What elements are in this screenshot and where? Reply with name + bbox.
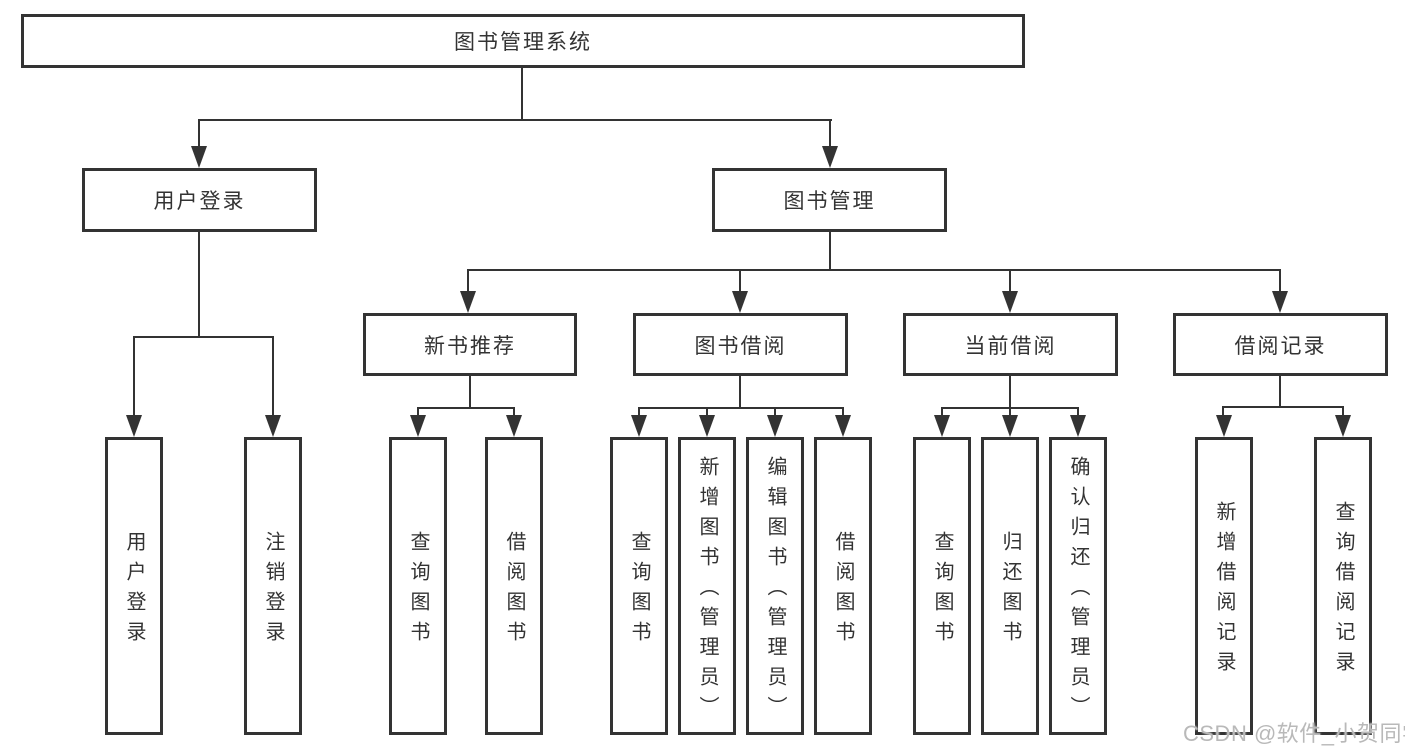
leaf-return-book-label: 归还图书 <box>999 531 1021 651</box>
connector-line <box>1009 376 1011 409</box>
arrow-down-icon <box>1070 415 1086 437</box>
arrow-down-icon <box>1216 415 1232 437</box>
node-borrowing-records: 借阅记录 <box>1173 313 1388 376</box>
connector-line <box>1279 269 1281 295</box>
leaf-query-books-current: 查询图书 <box>913 437 971 735</box>
connector-line <box>513 407 515 418</box>
leaf-borrow-books-recommend: 借阅图书 <box>485 437 543 735</box>
connector-line <box>133 336 274 338</box>
leaf-edit-book-admin-label: 编辑图书（管理员） <box>764 456 786 726</box>
connector-line <box>706 407 708 418</box>
connector-line <box>1009 269 1011 295</box>
watermark: CSDN @软件_小贺同学 <box>1183 721 1405 746</box>
arrow-down-icon <box>934 415 950 437</box>
leaf-borrow-books: 借阅图书 <box>814 437 872 735</box>
connector-line <box>521 68 523 121</box>
arrow-down-icon <box>506 415 522 437</box>
connector-line <box>829 232 831 271</box>
connector-line <box>469 376 471 409</box>
node-book-management-label: 图书管理 <box>783 190 876 213</box>
leaf-user-login: 用户登录 <box>105 437 163 735</box>
connector-line <box>467 269 469 295</box>
leaf-query-books-recommend-label: 查询图书 <box>407 531 429 651</box>
node-user-login: 用户登录 <box>82 168 317 232</box>
arrow-down-icon <box>631 415 647 437</box>
node-book-borrowing-label: 图书借阅 <box>694 334 787 358</box>
connector-line <box>133 336 135 418</box>
connector-line <box>1342 406 1344 418</box>
node-book-borrowing: 图书借阅 <box>633 313 848 376</box>
arrow-down-icon <box>699 415 715 437</box>
connector-line <box>774 407 776 418</box>
leaf-query-books-recommend: 查询图书 <box>389 437 447 735</box>
leaf-query-books-current-label: 查询图书 <box>931 531 953 651</box>
arrow-down-icon <box>822 146 838 168</box>
arrow-down-icon <box>732 291 748 313</box>
node-current-borrowing: 当前借阅 <box>903 313 1118 376</box>
connector-line <box>739 376 741 409</box>
arrow-down-icon <box>265 415 281 437</box>
arrow-down-icon <box>126 415 142 437</box>
node-borrowing-records-label: 借阅记录 <box>1234 334 1327 358</box>
leaf-logout: 注销登录 <box>244 437 302 735</box>
connector-line <box>829 119 831 149</box>
leaf-query-borrow-record: 查询借阅记录 <box>1314 437 1372 735</box>
leaf-confirm-return-admin: 确认归还（管理员） <box>1049 437 1107 735</box>
leaf-borrow-books-label: 借阅图书 <box>832 531 854 651</box>
arrow-down-icon <box>767 415 783 437</box>
leaf-query-borrow-record-label: 查询借阅记录 <box>1332 501 1354 681</box>
arrow-down-icon <box>460 291 476 313</box>
arrow-down-icon <box>1335 415 1351 437</box>
connector-line <box>198 232 200 338</box>
connector-line <box>1009 407 1011 418</box>
leaf-return-book: 归还图书 <box>981 437 1039 735</box>
leaf-logout-label: 注销登录 <box>262 531 284 651</box>
leaf-confirm-return-admin-label: 确认归还（管理员） <box>1067 456 1089 726</box>
arrow-down-icon <box>410 415 426 437</box>
arrow-down-icon <box>1002 291 1018 313</box>
connector-line <box>739 269 741 295</box>
connector-line <box>1077 407 1079 418</box>
connector-line <box>417 407 419 418</box>
arrow-down-icon <box>835 415 851 437</box>
connector-line <box>638 407 640 418</box>
connector-line <box>1222 406 1224 418</box>
arrow-down-icon <box>191 146 207 168</box>
leaf-query-books-borrowing: 查询图书 <box>610 437 668 735</box>
leaf-edit-book-admin: 编辑图书（管理员） <box>746 437 804 735</box>
node-user-login-label: 用户登录 <box>153 190 246 213</box>
node-new-book-recommend: 新书推荐 <box>363 313 577 376</box>
connector-line <box>198 119 200 149</box>
leaf-query-books-borrowing-label: 查询图书 <box>628 531 650 651</box>
connector-line <box>941 407 943 418</box>
connector-line <box>1222 406 1344 408</box>
connector-line <box>417 407 515 409</box>
connector-line <box>467 269 1281 271</box>
leaf-borrow-books-recommend-label: 借阅图书 <box>503 531 525 651</box>
node-root-label: 图书管理系统 <box>454 31 592 54</box>
connector-line <box>1279 376 1281 408</box>
arrow-down-icon <box>1272 291 1288 313</box>
connector-line <box>198 119 832 121</box>
connector-line <box>842 407 844 418</box>
node-current-borrowing-label: 当前借阅 <box>964 334 1057 358</box>
node-new-book-recommend-label: 新书推荐 <box>424 334 516 358</box>
leaf-add-borrow-record-label: 新增借阅记录 <box>1213 501 1235 681</box>
connector-line <box>272 336 274 418</box>
leaf-user-login-label: 用户登录 <box>123 531 145 651</box>
node-book-management: 图书管理 <box>712 168 947 232</box>
leaf-add-borrow-record: 新增借阅记录 <box>1195 437 1253 735</box>
leaf-add-book-admin: 新增图书（管理员） <box>678 437 736 735</box>
connector-line <box>638 407 844 409</box>
node-root: 图书管理系统 <box>21 14 1025 68</box>
arrow-down-icon <box>1002 415 1018 437</box>
leaf-add-book-admin-label: 新增图书（管理员） <box>696 456 718 726</box>
